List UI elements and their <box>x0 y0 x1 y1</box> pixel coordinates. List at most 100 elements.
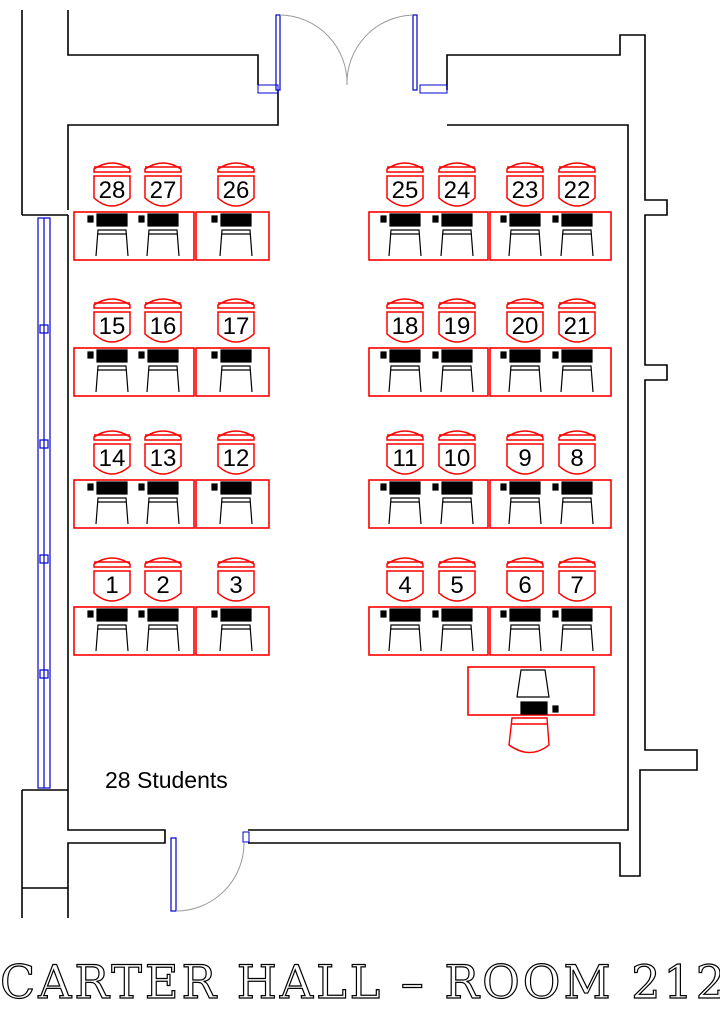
computer-icon <box>552 608 594 652</box>
chair-icon <box>438 298 476 343</box>
student-seat-22: 22 <box>552 162 596 257</box>
student-seat-23: 23 <box>500 162 544 257</box>
student-seat-18: 18 <box>380 298 424 393</box>
chair-icon <box>386 430 424 475</box>
seat-number: 17 <box>223 313 250 340</box>
seat-number: 2 <box>156 572 169 599</box>
student-seat-4: 4 <box>380 557 424 652</box>
chair-icon <box>558 430 596 475</box>
seat-number: 23 <box>512 177 539 204</box>
chair-icon <box>144 557 182 602</box>
seat-number: 10 <box>444 445 471 472</box>
computer-icon <box>87 481 129 525</box>
computer-icon <box>87 608 129 652</box>
chair-icon <box>506 298 544 343</box>
room-title: CARTER HALL – ROOM 212 <box>0 954 720 1009</box>
student-seat-10: 10 <box>432 430 476 525</box>
computer-icon <box>138 213 180 257</box>
chair-icon <box>93 430 131 475</box>
seat-number: 13 <box>150 445 177 472</box>
chair-icon <box>506 430 544 475</box>
capacity-label: 28 Students <box>105 767 228 793</box>
seat-number: 8 <box>570 445 583 472</box>
seat-number: 14 <box>99 445 126 472</box>
chair-icon <box>438 557 476 602</box>
chair-icon <box>506 557 544 602</box>
chair-icon <box>438 162 476 207</box>
seat-number: 27 <box>150 177 177 204</box>
seat-number: 24 <box>444 177 471 204</box>
computer-icon <box>138 349 180 393</box>
chair-icon <box>438 430 476 475</box>
chair-icon <box>386 162 424 207</box>
bottom-door <box>170 831 250 912</box>
student-seat-13: 13 <box>138 430 182 525</box>
computer-icon <box>138 481 180 525</box>
student-seat-14: 14 <box>87 430 131 525</box>
chair-icon <box>217 430 255 475</box>
computer-icon <box>211 481 253 525</box>
seat-number: 12 <box>223 445 250 472</box>
chair-icon <box>144 430 182 475</box>
student-seat-16: 16 <box>138 298 182 393</box>
seat-number: 3 <box>229 572 242 599</box>
computer-icon <box>552 481 594 525</box>
student-seat-11: 11 <box>380 430 424 525</box>
chair-icon <box>144 162 182 207</box>
student-seat-17: 17 <box>211 298 255 393</box>
student-seat-2: 2 <box>138 557 182 652</box>
seat-number: 20 <box>512 313 539 340</box>
computer-icon <box>211 213 253 257</box>
seat-number: 9 <box>518 445 531 472</box>
chair-icon <box>93 162 131 207</box>
seat-number: 4 <box>398 572 411 599</box>
student-seat-19: 19 <box>432 298 476 393</box>
seat-number: 1 <box>105 572 118 599</box>
computer-icon <box>500 349 542 393</box>
computer-icon <box>432 608 474 652</box>
computer-icon <box>87 213 129 257</box>
chair-icon <box>506 162 544 207</box>
computer-icon <box>380 349 422 393</box>
computer-icon <box>432 349 474 393</box>
student-seat-3: 3 <box>211 557 255 652</box>
student-seat-1: 1 <box>87 557 131 652</box>
top-double-door <box>257 14 448 94</box>
chair-icon <box>558 298 596 343</box>
computer-icon <box>380 213 422 257</box>
windows <box>37 217 51 789</box>
student-seat-26: 26 <box>211 162 255 257</box>
desk-row-1 <box>73 211 612 261</box>
seat-number: 6 <box>518 572 531 599</box>
seat-number: 5 <box>450 572 463 599</box>
desk-row-3 <box>73 479 612 529</box>
seat-number: 18 <box>392 313 419 340</box>
student-seat-21: 21 <box>552 298 596 393</box>
student-seat-6: 6 <box>500 557 544 652</box>
seat-number: 22 <box>564 177 591 204</box>
computer-icon <box>211 349 253 393</box>
seat-number: 21 <box>564 313 591 340</box>
chair-icon <box>558 557 596 602</box>
computer-icon <box>432 213 474 257</box>
seat-number: 11 <box>393 445 418 472</box>
desk-row-2 <box>73 347 612 397</box>
seat-number: 19 <box>444 313 471 340</box>
computer-icon <box>380 481 422 525</box>
chair-icon <box>217 298 255 343</box>
chair-icon <box>144 298 182 343</box>
walls <box>21 10 698 918</box>
chair-icon <box>93 298 131 343</box>
computer-icon <box>552 213 594 257</box>
student-seat-12: 12 <box>211 430 255 525</box>
student-seat-8: 8 <box>552 430 596 525</box>
chair-icon <box>386 298 424 343</box>
student-seat-25: 25 <box>380 162 424 257</box>
seat-number: 15 <box>99 313 126 340</box>
chair-icon <box>217 162 255 207</box>
student-seat-7: 7 <box>552 557 596 652</box>
desk-row-4 <box>73 606 612 656</box>
student-seat-5: 5 <box>432 557 476 652</box>
student-seat-9: 9 <box>500 430 544 525</box>
